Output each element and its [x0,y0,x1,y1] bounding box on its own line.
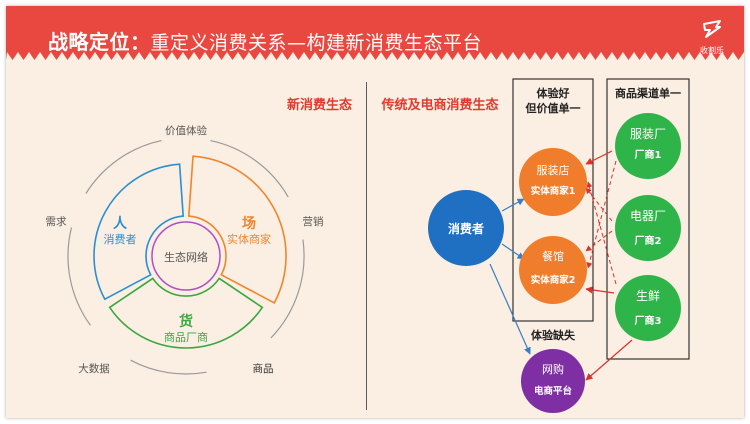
right-section-title: 传统及电商消费生态 [380,97,498,113]
factory2-name: 电器厂 [630,209,666,223]
label-goods-commodity: 商品 [253,362,274,375]
label-demand: 需求 [46,216,67,228]
factory3-name: 生鲜 [636,289,660,303]
ecosystem-diagram: 新消费生态 生态网络 人 消费者 场 实体商家 货 商品厂商 价值体验 营销 商… [46,78,690,413]
arrow-consumer-to-online [489,263,531,355]
arrow-factory3-to-online [585,339,633,381]
factory-box [606,78,690,360]
title-bold: 战略定位： [48,30,151,54]
factory3-sub: 厂商3 [635,314,662,327]
person-title: 人 [113,215,128,232]
factory2-node [615,195,681,261]
left-section-title: 新消费生态 [287,97,352,113]
consumer-node [428,190,504,266]
center-label: 生态网络 [164,250,208,264]
arrow-factory2-to-merchant1 [585,187,613,222]
online-name: 网购 [542,362,564,376]
outer-arc-1 [210,140,289,198]
section-divider [366,82,367,410]
arrow-factory1-to-merchant1 [585,150,613,165]
merchant2-name: 餐馆 [542,249,564,263]
slide: 战略定位：重定义消费关系—构建新消费生态平台 收割乐 新消费生态 生态网络 人 … [6,6,744,418]
factory3-node [615,275,681,341]
outer-arc-5 [85,140,162,194]
outer-arc-4 [67,227,91,326]
goods-title: 货 [178,313,193,330]
label-value-experience: 价值体验 [165,124,207,137]
brand-logo: 收割乐 [692,18,732,58]
label-big-data: 大数据 [78,362,110,375]
arrow-factory3-to-merchant1 [586,181,617,285]
merchant1-sub: 实体商家1 [531,185,576,197]
page-title: 战略定位：重定义消费关系—构建新消费生态平台 [48,26,482,55]
person-segment [93,163,185,301]
outer-arc-3 [130,359,207,375]
logo-icon [703,20,721,38]
factory1-node [615,113,681,179]
arrow-consumer-to-merchant1 [501,198,525,212]
factory2-sub: 厂商2 [635,234,662,247]
factory-box-title: 商品渠道单一 [615,86,681,100]
place-title: 场 [242,216,256,232]
merchant2-sub: 实体商家2 [531,274,576,286]
online-node [521,349,585,413]
arrow-factory2-to-merchant2 [585,230,613,252]
center-ring [151,221,221,291]
online-gap-label: 体验缺失 [531,328,576,342]
goods-segment [108,277,264,349]
arrow-factory3-to-merchant2 [585,286,615,294]
arrow-consumer-to-merchant2 [501,243,525,260]
merchant-box-title-1: 体验好 [537,86,570,100]
merchant-box-title-2: 但价值单一 [525,101,581,115]
place-sub: 实体商家 [227,232,271,246]
title-rest: 重定义消费关系—构建新消费生态平台 [150,32,483,54]
person-sub: 消费者 [104,232,137,246]
factory1-sub: 厂商1 [635,148,662,161]
factory1-name: 服装厂 [630,127,666,141]
goods-sub: 商品厂商 [164,330,208,344]
outer-arc-2 [270,239,305,339]
label-marketing: 营销 [303,215,324,228]
title-banner [6,6,744,60]
consumer-label: 消费者 [448,221,484,236]
arrow-factory1-to-merchant2 [586,160,617,269]
merchant1-name: 服装店 [537,163,570,177]
outer-ring [67,140,305,375]
place-segment [187,155,287,304]
logo-text: 收割乐 [700,46,724,55]
online-sub: 电商平台 [534,385,573,397]
merchant1-node [519,148,587,216]
merchant2-node [519,236,587,304]
